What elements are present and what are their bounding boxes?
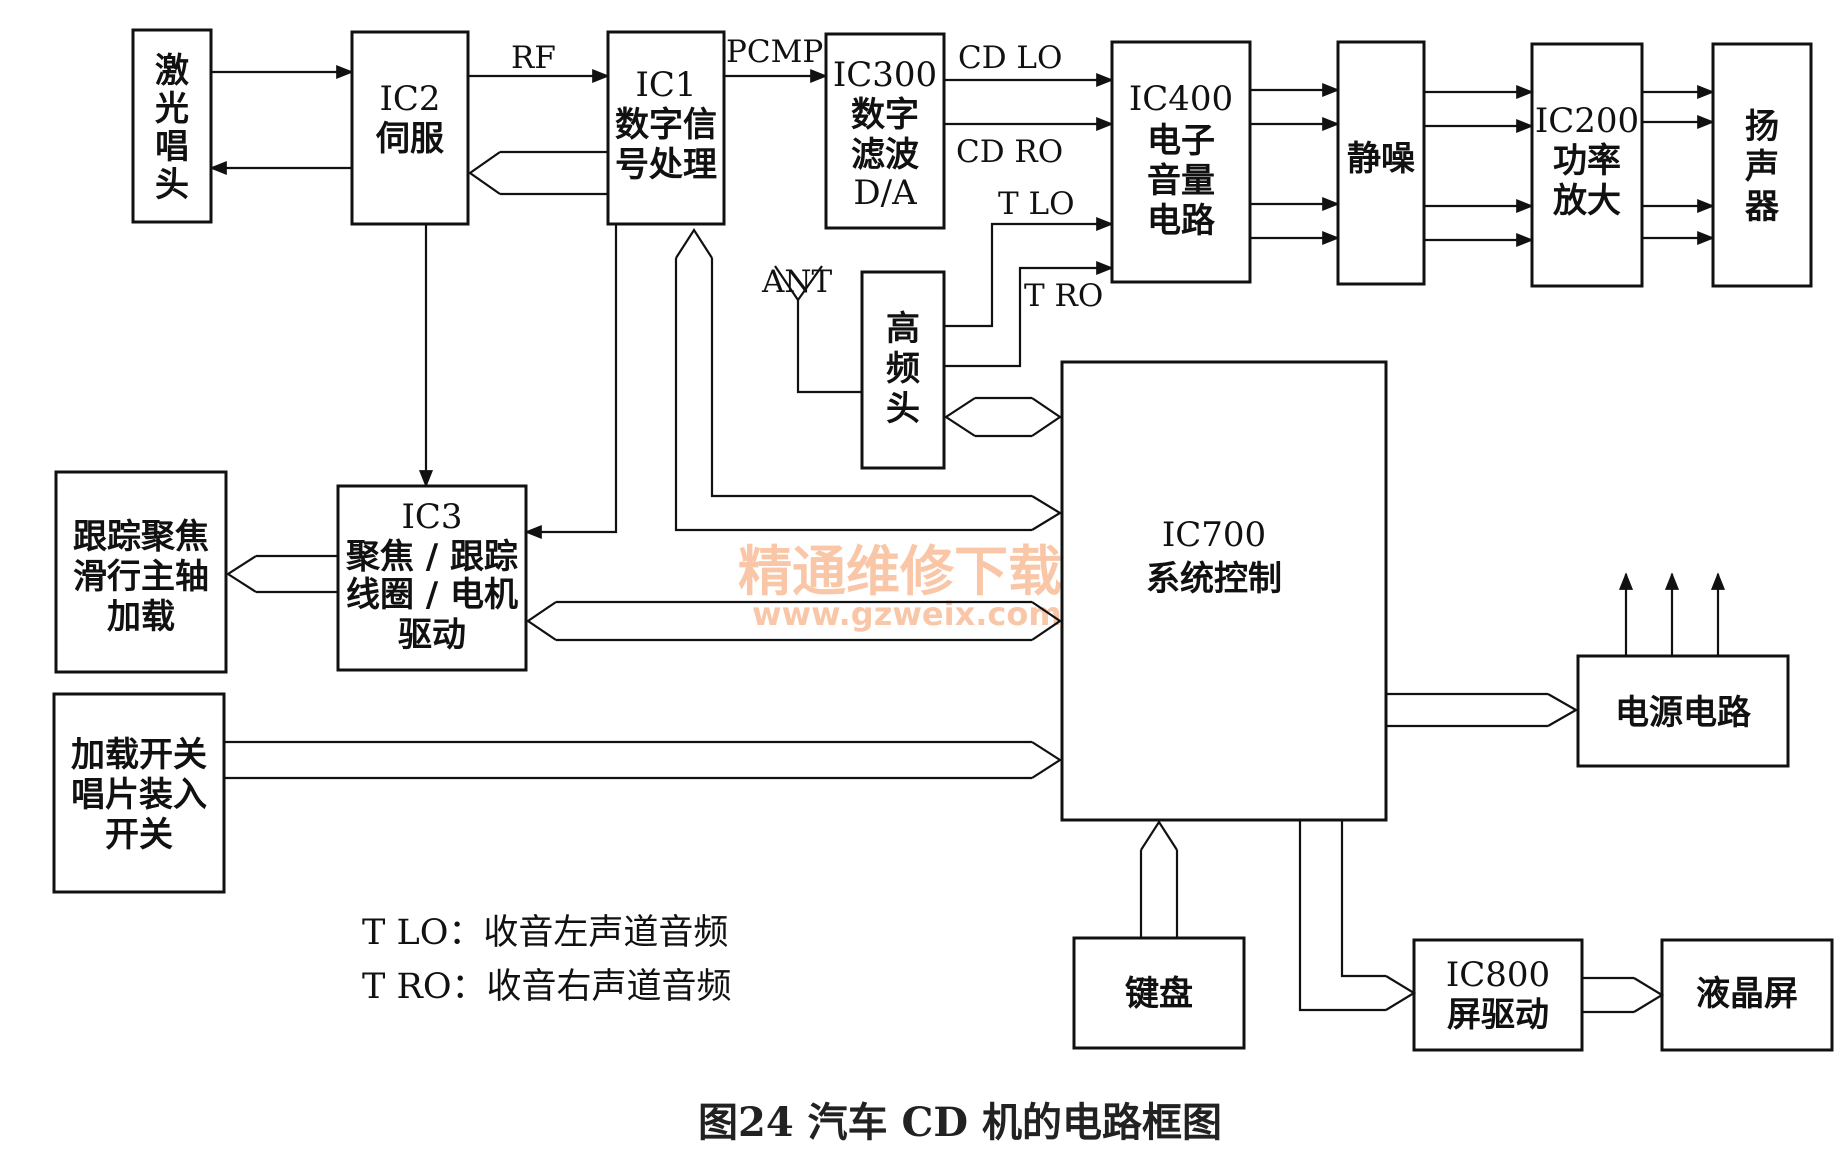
block-ic200-amp: IC200 功率 放大: [1530, 42, 1644, 288]
ic3-label: 聚焦 / 跟踪: [345, 537, 518, 577]
ic700-label: 系统控制: [1146, 559, 1282, 599]
laser-head-label: 头: [155, 165, 189, 205]
ic300-label: 滤波: [851, 135, 919, 175]
block-switches: 加载开关 唱片装入 开关: [52, 692, 226, 894]
legend: T LO：收音左声道音频 T RO：收音右声道音频: [362, 913, 732, 1007]
speaker-label: 声: [1745, 147, 1779, 187]
motors-label: 跟踪聚焦: [73, 517, 209, 557]
motors-label: 滑行主轴: [73, 557, 209, 597]
block-ic400-volume: IC400 电子 音量 电路: [1110, 40, 1252, 284]
block-ic800: IC800 屏驱动: [1412, 938, 1584, 1052]
ic2-label: 伺服: [375, 119, 444, 159]
laser-head-label: 激: [155, 51, 189, 91]
ic700-label: IC700: [1162, 515, 1266, 555]
ic800-label: 屏驱动: [1447, 995, 1549, 1035]
block-tuner: 高 频 头: [860, 270, 946, 470]
block-ic2-servo: IC2 伺服: [350, 30, 470, 226]
block-ic700-controller: IC700 系统控制: [1060, 360, 1388, 822]
ic1-label: IC1: [635, 65, 696, 105]
signal-ant: ANT: [761, 264, 833, 300]
legend-t-ro: T RO：收音右声道音频: [362, 967, 732, 1007]
ic400-label: 电子: [1147, 121, 1215, 161]
ic3-label: IC3: [401, 497, 462, 537]
motors-label: 加载: [107, 597, 175, 637]
block-laser-head: 激 光 唱 头: [131, 28, 213, 224]
power-label: 电源电路: [1615, 693, 1752, 733]
signal-pcmp: PCMP: [726, 34, 823, 70]
speaker-label: 扬: [1745, 107, 1779, 147]
laser-head-label: 光: [155, 89, 189, 129]
block-keyboard: 键盘: [1072, 936, 1246, 1050]
laser-head-label: 唱: [155, 127, 189, 167]
block-motors: 跟踪聚焦 滑行主轴 加载: [54, 470, 228, 674]
keyboard-label: 键盘: [1125, 974, 1193, 1014]
ic400-label: 电路: [1147, 201, 1216, 241]
tuner-label: 频: [886, 349, 920, 389]
ic300-label: 数字: [851, 95, 919, 135]
figure-caption: 图24 汽车 CD 机的电路框图: [698, 1099, 1222, 1146]
block-speaker: 扬 声 器: [1711, 42, 1813, 288]
ic200-label: 功率: [1553, 141, 1621, 181]
ic3-label: 驱动: [398, 615, 466, 655]
switches-label: 加载开关: [71, 735, 207, 775]
ic3-label: 线圈 / 电机: [346, 575, 518, 615]
watermark-url: www.gzweix.com: [752, 595, 1062, 633]
signal-labels: RF PCMP CD LO CD RO T LO T RO ANT: [511, 34, 1103, 314]
block-ic1-dsp: IC1 数字信 号处理: [606, 30, 726, 226]
block-ic3-driver: IC3 聚焦 / 跟踪 线圈 / 电机 驱动: [336, 484, 528, 672]
ic1-label: 数字信: [615, 105, 717, 145]
legend-t-lo: T LO：收音左声道音频: [362, 913, 728, 953]
tuner-label: 头: [886, 389, 920, 429]
ic800-label: IC800: [1446, 955, 1550, 995]
connections: [209, 64, 1726, 1014]
tuner-label: 高: [886, 309, 920, 349]
signal-t-ro: T RO: [1024, 278, 1103, 314]
signal-cd-lo: CD LO: [958, 40, 1062, 76]
block-lcd: 液晶屏: [1660, 938, 1834, 1052]
signal-t-lo: T LO: [998, 186, 1075, 222]
signal-rf: RF: [511, 40, 556, 76]
block-ic300-dac: IC300 数字 滤波 D/A: [824, 32, 946, 230]
watermark-text: 精通维修下载: [738, 540, 1062, 603]
ic2-label: IC2: [379, 79, 440, 119]
switches-label: 唱片装入: [71, 775, 207, 815]
ic400-label: IC400: [1129, 79, 1233, 119]
ic400-label: 音量: [1147, 161, 1215, 201]
signal-cd-ro: CD RO: [956, 134, 1063, 170]
ic1-label: 号处理: [615, 145, 717, 185]
ic300-label: D/A: [853, 173, 917, 213]
ic200-label: 放大: [1553, 181, 1621, 221]
speaker-label: 器: [1745, 187, 1780, 227]
watermark: 精通维修下载 www.gzweix.com: [738, 540, 1062, 633]
lcd-label: 液晶屏: [1696, 974, 1798, 1014]
switches-label: 开关: [105, 815, 173, 855]
ic200-label: IC200: [1535, 101, 1639, 141]
block-power: 电源电路: [1576, 654, 1790, 768]
block-mute: 静噪: [1336, 40, 1426, 286]
mute-label: 静噪: [1347, 139, 1415, 179]
ic300-label: IC300: [833, 55, 937, 95]
